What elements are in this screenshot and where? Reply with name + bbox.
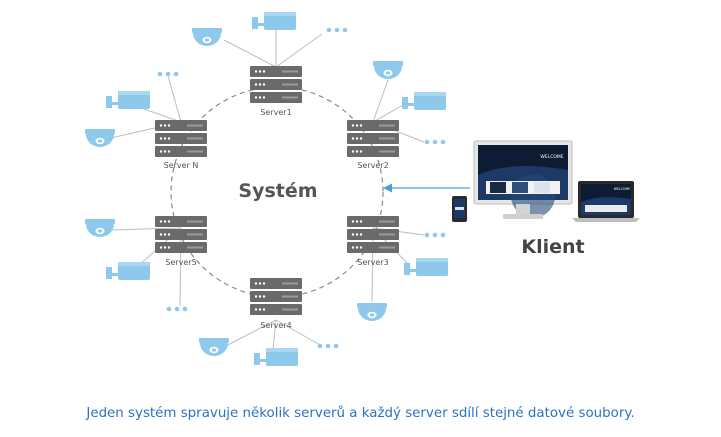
server-n[interactable]: Server N	[155, 120, 207, 170]
server2-label: Server2	[357, 161, 388, 170]
server4[interactable]: Server4	[250, 278, 302, 330]
bullet-camera-icon	[252, 12, 296, 30]
client-arrow	[383, 183, 470, 193]
laptop-screen-title: WELCOME	[614, 187, 630, 191]
bullet-camera-icon	[106, 91, 150, 109]
more-dots-icon	[424, 232, 446, 238]
more-dots-icon	[326, 27, 348, 33]
dome-camera-icon	[199, 338, 229, 356]
dome-camera-icon	[373, 61, 403, 79]
server2[interactable]: Server2	[347, 120, 399, 170]
system-label: Systém	[238, 180, 317, 202]
client-devices[interactable]: WELCOME WELCOME	[452, 140, 640, 222]
laptop-icon: WELCOME	[572, 181, 640, 222]
phone-icon	[452, 196, 467, 222]
server1[interactable]: Server1	[250, 66, 302, 117]
server5[interactable]: Server5	[155, 216, 207, 267]
bullet-camera-icon	[404, 258, 448, 276]
server-n-label: Server N	[164, 161, 199, 170]
caption: Jeden systém spravuje několik serverů a …	[86, 406, 635, 421]
client-label: Klient	[521, 236, 584, 258]
monitor-icon: WELCOME	[473, 140, 573, 219]
dome-camera-icon	[85, 129, 115, 147]
more-dots-icon	[424, 139, 446, 145]
dome-camera-icon	[192, 28, 222, 46]
server3-label: Server3	[357, 258, 388, 267]
bullet-camera-icon	[254, 348, 298, 366]
bullet-camera-icon	[106, 262, 150, 280]
server4-label: Server4	[260, 321, 291, 330]
monitor-screen-title: WELCOME	[540, 154, 563, 160]
more-dots-icon	[157, 71, 179, 77]
bullet-camera-icon	[402, 92, 446, 110]
server3[interactable]: Server3	[347, 216, 399, 267]
server1-label: Server1	[260, 108, 291, 117]
more-dots-icon	[166, 306, 188, 312]
dome-camera-icon	[85, 219, 115, 237]
more-dots-icon	[317, 343, 339, 349]
server5-label: Server5	[165, 258, 196, 267]
dome-camera-icon	[357, 303, 387, 321]
